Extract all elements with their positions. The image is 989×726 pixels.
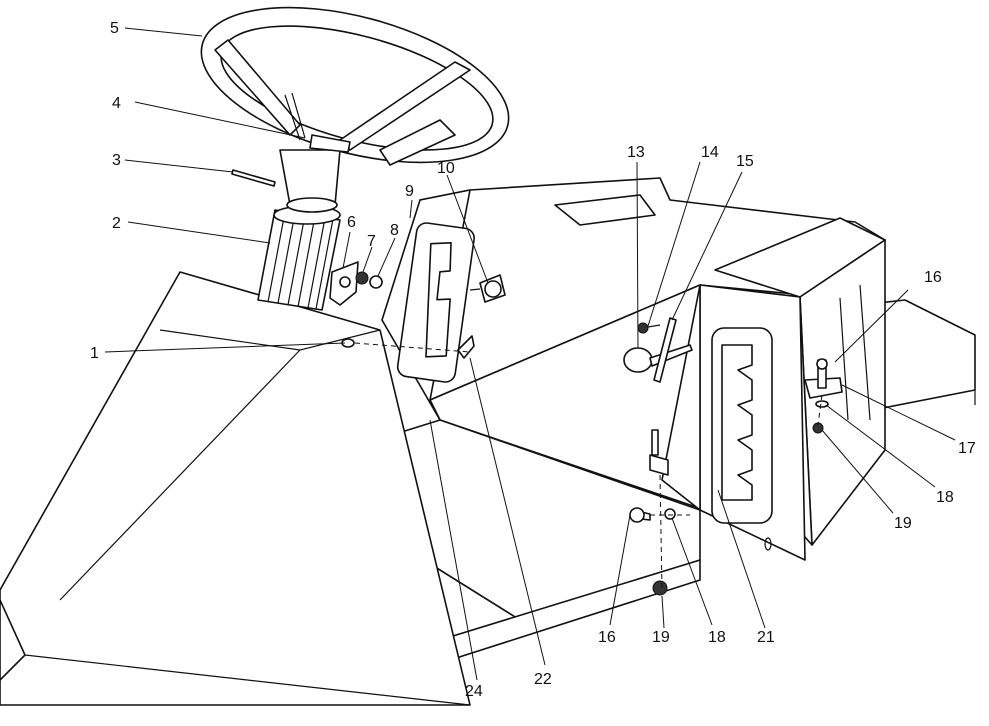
steering-column-shroud xyxy=(257,205,341,311)
wheel-cap xyxy=(309,134,351,153)
callouts: 5 4 3 2 1 6 7 8 9 10 13 14 15 16 17 18 1… xyxy=(90,20,976,700)
callout-1: 1 xyxy=(90,345,99,362)
callout-18-right: 18 xyxy=(936,489,954,506)
hood-cowl xyxy=(0,271,471,706)
callout-7: 7 xyxy=(367,233,376,250)
callout-13: 13 xyxy=(627,144,645,161)
leader-lines xyxy=(104,27,956,681)
ignition-bracket-6 xyxy=(329,261,359,306)
console-left-panel xyxy=(381,189,475,421)
bracket-right-16-17 xyxy=(804,358,843,434)
callout-19-right: 19 xyxy=(894,515,912,532)
clip-22 xyxy=(457,335,475,359)
callout-5: 5 xyxy=(110,20,119,37)
callout-3: 3 xyxy=(112,152,121,169)
callout-8: 8 xyxy=(390,222,399,239)
bolt-14 xyxy=(637,322,661,334)
callout-22: 22 xyxy=(534,671,552,688)
callout-2: 2 xyxy=(112,215,121,232)
washer-8 xyxy=(369,275,383,289)
callout-15: 15 xyxy=(736,153,754,170)
switch-10 xyxy=(469,274,506,303)
callout-21: 21 xyxy=(757,629,775,646)
callout-14: 14 xyxy=(701,144,719,161)
callout-16-lower: 16 xyxy=(598,629,616,646)
callout-10: 10 xyxy=(437,160,455,177)
assembly-lines xyxy=(354,342,823,591)
nut-7 xyxy=(355,271,369,285)
callout-4: 4 xyxy=(112,95,121,112)
shift-lever-13 xyxy=(623,317,693,383)
pin-3 xyxy=(231,169,276,187)
callout-16-right: 16 xyxy=(924,269,942,286)
right-fender-tower xyxy=(661,284,813,561)
linkage-lower xyxy=(629,429,676,596)
callout-24: 24 xyxy=(465,683,483,700)
callout-17: 17 xyxy=(958,440,976,457)
steering-wheel xyxy=(200,6,510,213)
callout-6: 6 xyxy=(347,214,356,231)
callout-9: 9 xyxy=(405,183,414,200)
callout-19-lower: 19 xyxy=(652,629,670,646)
callout-18-lower: 18 xyxy=(708,629,726,646)
